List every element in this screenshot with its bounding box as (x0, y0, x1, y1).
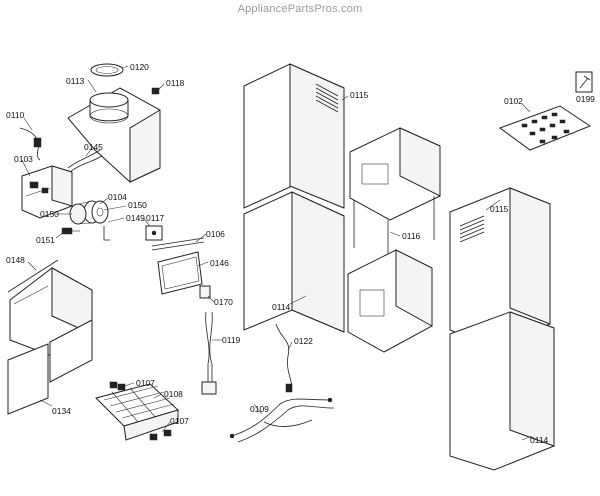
part-0106-light-bracket[interactable] (151, 237, 205, 251)
label-0109: 0109 (250, 404, 269, 414)
label-0117: 0117 (146, 213, 165, 223)
part-0102-hardware-kit[interactable] (498, 105, 592, 151)
part-0117-switch[interactable] (145, 225, 163, 241)
part-0110-power-cord[interactable] (19, 127, 42, 161)
label-0103: 0103 (14, 154, 33, 164)
label-0148: 0148 (6, 255, 25, 265)
part-0122-wire[interactable] (275, 323, 293, 393)
part-0104-blower-wheel[interactable] (83, 200, 109, 224)
label-0150a: 0150 (40, 209, 59, 219)
label-0102: 0102 (504, 96, 523, 106)
hardware-screws (521, 112, 570, 144)
part-0146-light-lens[interactable] (157, 251, 203, 295)
part-0118-clip[interactable] (151, 87, 160, 95)
label-0107b: 0107 (170, 416, 189, 426)
part-0107-clips[interactable] (109, 381, 172, 441)
part-0119-wire-harness[interactable] (201, 311, 217, 395)
label-0106: 0106 (206, 229, 225, 239)
watermark-text: AppliancePartsPros.com (237, 3, 363, 15)
part-0113-duct-plate[interactable] (67, 87, 161, 183)
label-0113: 0113 (66, 76, 85, 86)
label-0145: 0145 (84, 142, 103, 152)
part-0145-wire-harness[interactable] (67, 149, 103, 173)
part-0103-control-box[interactable] (21, 165, 73, 219)
label-0122: 0122 (294, 336, 313, 346)
label-0104: 0104 (108, 192, 127, 202)
label-0199: 0199 (576, 94, 595, 104)
label-0116: 0116 (402, 231, 421, 241)
label-0114b: 0114 (530, 435, 549, 445)
label-0108: 0108 (164, 389, 183, 399)
label-0170: 0170 (214, 297, 233, 307)
part-0115-upper-outer-cover[interactable] (449, 187, 551, 347)
leader-lines (21, 65, 533, 441)
part-0170-socket[interactable] (199, 285, 211, 299)
label-0110: 0110 (6, 110, 25, 120)
vent-slots-upper (315, 83, 339, 113)
part-0108-filter-tray[interactable] (95, 383, 179, 441)
part-0114-lower-chimney[interactable] (243, 191, 345, 333)
part-0114-upper-chimney[interactable] (243, 63, 345, 209)
vent-slots-outer (459, 215, 485, 243)
label-0149: 0149 (126, 213, 145, 223)
part-0199-manual-icon[interactable] (575, 71, 593, 93)
part-0116-support-frame[interactable] (347, 127, 441, 353)
label-0146: 0146 (210, 258, 229, 268)
label-0118: 0118 (166, 78, 185, 88)
label-0119: 0119 (222, 335, 241, 345)
label-0115b: 0115 (490, 204, 509, 214)
label-0150b: 0150 (128, 200, 147, 210)
part-0151-capacitor[interactable] (61, 227, 80, 235)
label-0114a: 0114 (272, 302, 291, 312)
part-0114-lower-outer-cover[interactable] (449, 311, 555, 471)
label-0134: 0134 (52, 406, 71, 416)
label-0151: 0151 (36, 235, 55, 245)
part-0120-collar-ring[interactable] (90, 63, 124, 77)
part-0109-wire-harness[interactable] (229, 397, 335, 443)
part-0148-frame-rod[interactable] (7, 259, 59, 293)
label-0120: 0120 (130, 62, 149, 72)
label-0115a: 0115 (350, 90, 369, 100)
part-0149-clip[interactable] (103, 226, 110, 241)
label-0107a: 0107 (136, 378, 155, 388)
part-0134-panel-set[interactable] (7, 267, 93, 415)
